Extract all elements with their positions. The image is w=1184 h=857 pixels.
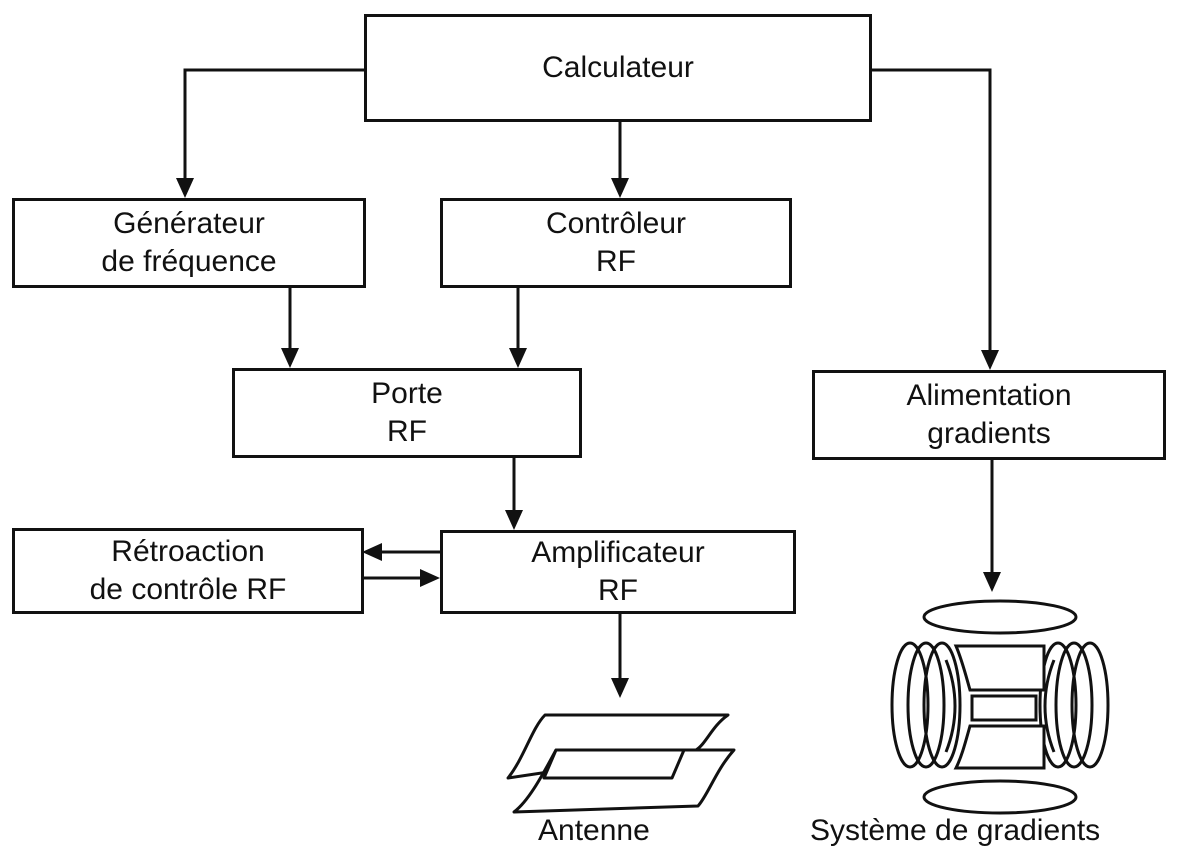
node-amplificateur: Amplificateur RF xyxy=(440,530,796,614)
node-retroaction-line-2: de contrôle RF xyxy=(89,573,287,606)
node-alimentation: Alimentation gradients xyxy=(812,370,1166,460)
node-porte: Porte RF xyxy=(232,368,582,458)
node-calculateur-label: Calculateur xyxy=(542,51,694,84)
edge-calculateur-alimentation xyxy=(870,68,992,352)
arrowhead xyxy=(176,178,194,198)
arrowhead xyxy=(983,572,1001,592)
caption-antenne: Antenne xyxy=(538,814,650,847)
node-porte-line-2: RF xyxy=(387,415,427,448)
node-calculateur: Calculateur xyxy=(364,14,872,122)
caption-systeme-gradients: Système de gradients xyxy=(810,814,1101,847)
node-alimentation-line-1: Alimentation xyxy=(906,379,1072,412)
node-generateur-line-2: de fréquence xyxy=(101,245,277,278)
node-retroaction: Rétroaction de contrôle RF xyxy=(12,528,364,614)
arrowhead xyxy=(611,678,629,698)
node-amplificateur-line-1: Amplificateur xyxy=(531,536,705,569)
node-amplificateur-line-2: RF xyxy=(598,574,638,607)
node-controleur-line-2: RF xyxy=(596,245,636,278)
arrowhead xyxy=(420,569,440,587)
edge-calculateur-generateur xyxy=(183,68,364,180)
arrowhead xyxy=(509,348,527,368)
node-controleur: Contrôleur RF xyxy=(440,198,792,288)
node-controleur-line-1: Contrôleur xyxy=(545,207,687,240)
node-generateur: Générateur de fréquence xyxy=(12,198,366,288)
arrowhead xyxy=(505,510,523,530)
arrowhead xyxy=(362,543,382,561)
arrowhead xyxy=(611,178,629,198)
gradient-coils-drawing xyxy=(890,599,1110,815)
antenna-drawing xyxy=(506,713,736,814)
node-alimentation-line-2: gradients xyxy=(927,417,1051,450)
node-retroaction-line-1: Rétroaction xyxy=(111,535,265,568)
node-generateur-line-1: Générateur xyxy=(113,207,265,240)
node-porte-line-1: Porte xyxy=(371,377,443,410)
arrowhead xyxy=(281,348,299,368)
arrowhead xyxy=(981,350,999,370)
